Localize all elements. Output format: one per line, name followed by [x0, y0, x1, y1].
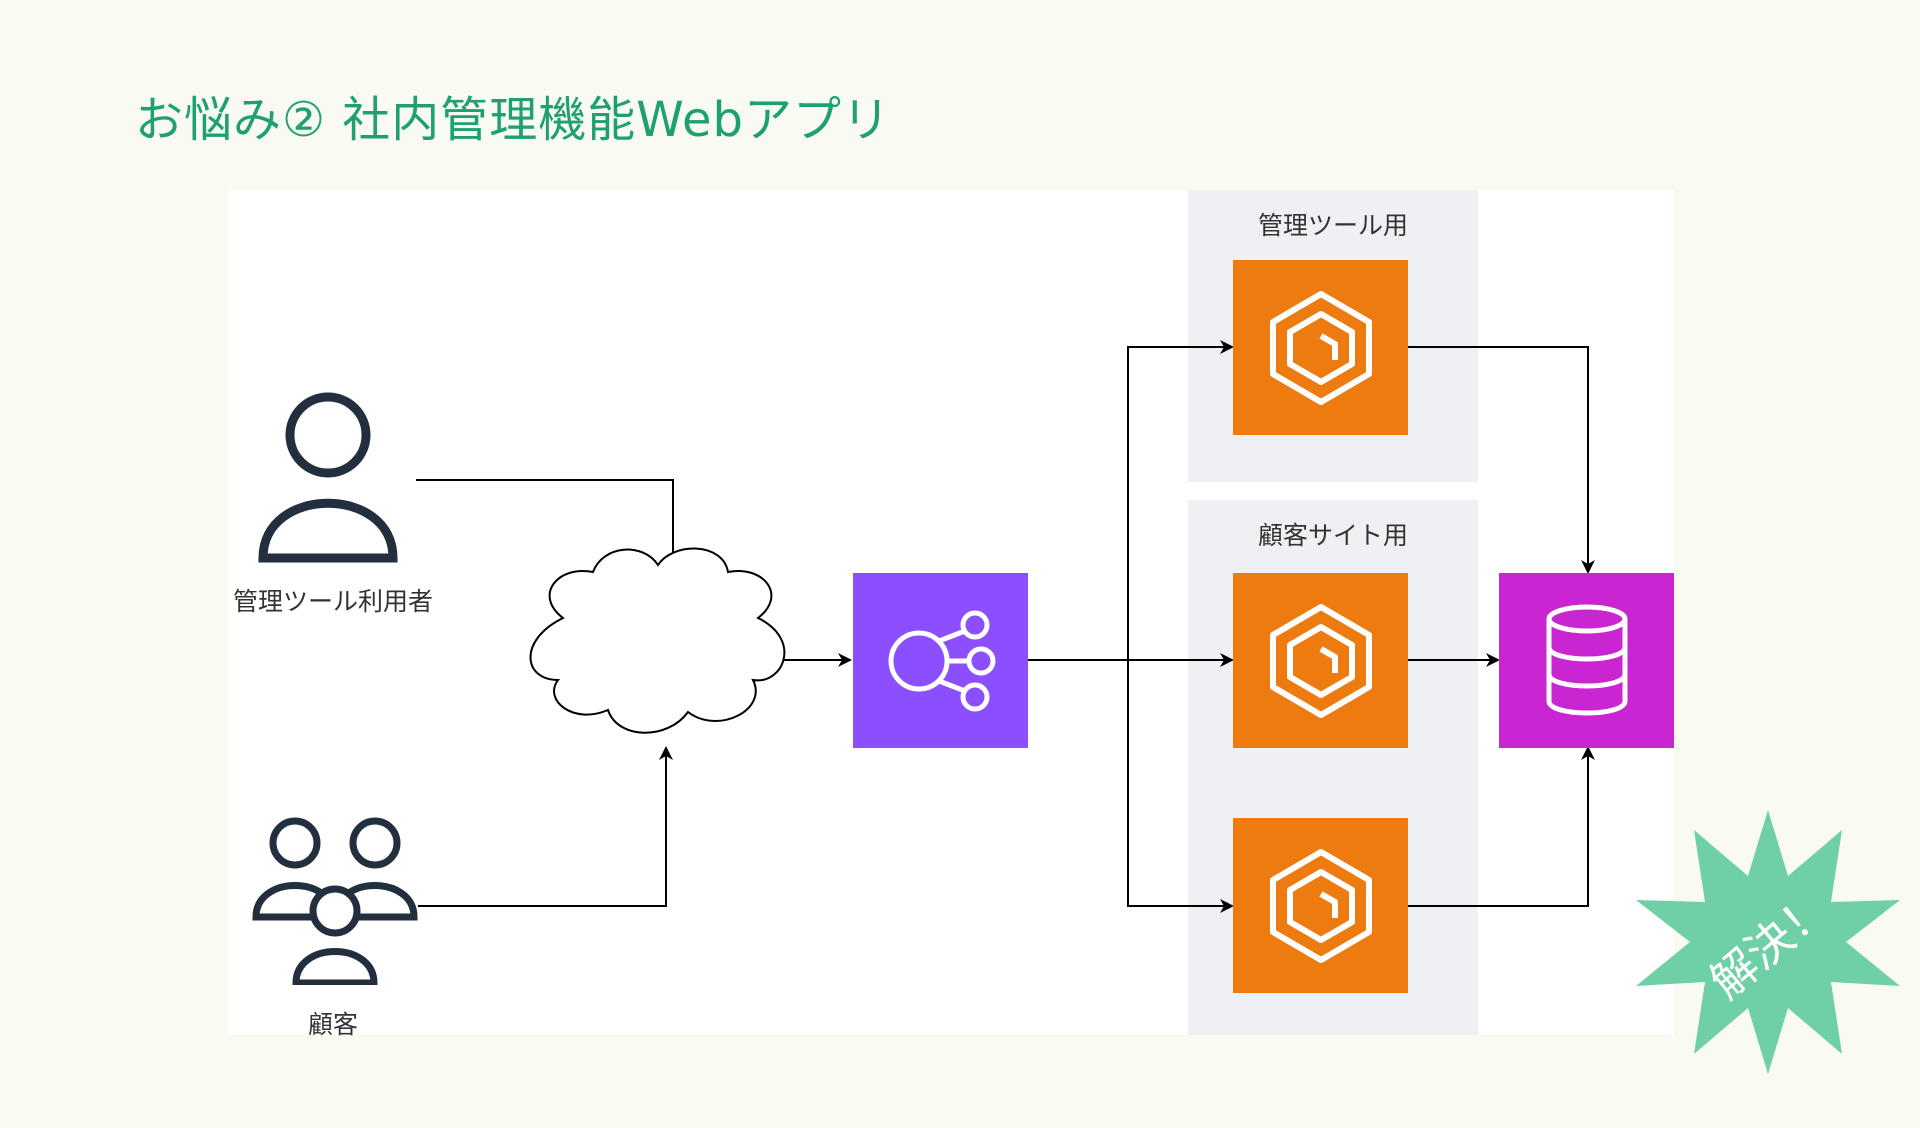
container-service-admin	[1233, 260, 1408, 435]
cloud-icon	[529, 547, 786, 734]
resolved-badge: 解決！	[1636, 810, 1900, 1074]
admin-user-label: 管理ツール利用者	[232, 587, 433, 616]
user-icon	[258, 392, 398, 563]
admin-tool-group-label: 管理ツール用	[1257, 211, 1408, 240]
load-balancer-node	[853, 573, 1028, 748]
customers-label: 顧客	[307, 1010, 358, 1039]
edge-ecs-admin-to-db	[1408, 346, 1595, 574]
ecs-icon	[1269, 290, 1372, 405]
edge-customers-to-internet	[418, 746, 673, 907]
edge-elb-to-ecs-customer-2	[1127, 660, 1234, 913]
starburst-shape	[1636, 810, 1900, 1074]
ecs-icon	[1269, 603, 1372, 718]
ecs-icon	[1269, 848, 1372, 963]
edge-elb-to-ecs-admin	[1127, 340, 1234, 660]
database-node	[1499, 573, 1674, 748]
slide-title: お悩み② 社内管理機能Webアプリ	[135, 92, 891, 148]
container-service-customer-2	[1233, 818, 1408, 993]
architecture-diagram: 管理ツール用 顧客サイト用 管理ツール利用者	[228, 190, 1674, 1039]
database-icon	[1546, 604, 1627, 715]
container-service-customer-1	[1233, 573, 1408, 748]
users-group-icon	[252, 817, 418, 985]
load-balancer-icon	[888, 610, 995, 711]
connector-lines	[416, 340, 1595, 913]
edge-ecs-customer-2-to-db	[1408, 746, 1595, 907]
customer-site-group-label: 顧客サイト用	[1257, 521, 1408, 550]
